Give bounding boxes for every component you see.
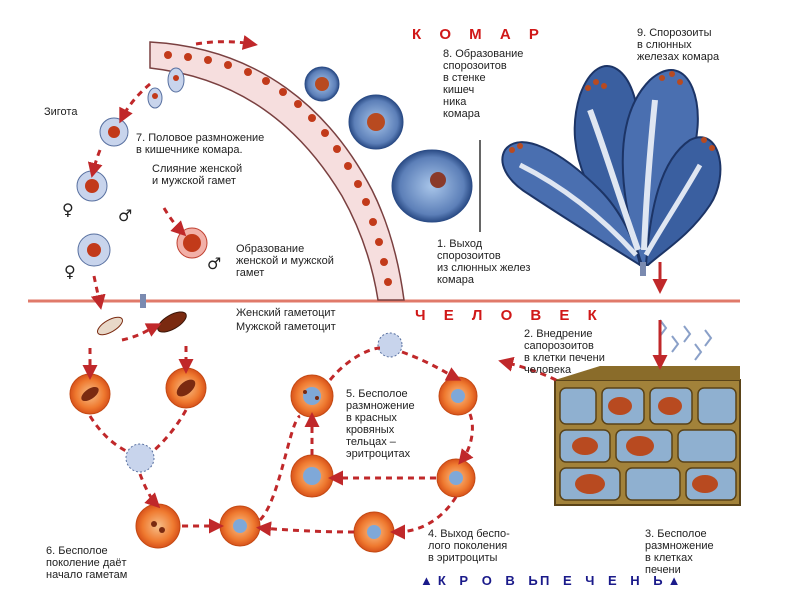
female-symbol-2: ♀ [64,262,76,281]
label-male-gametocyte: Мужской гаметоцит [236,321,336,333]
liver-tissue [554,366,741,506]
salivary-glands [501,65,722,276]
label-sexual-reproduction: 7. Половое размножение в кишечнике комар… [136,132,265,156]
label-female-gametocyte: Женский гаметоцит [236,307,336,319]
label-sporozoite-exit: 1. Выход спорозоитов из слюнных желез ко… [437,238,531,286]
label-gen6: 6. Бесполое поколение даёт начало гамета… [46,545,128,581]
label-zygote: Зигота [44,106,78,118]
male-symbol-1: ♂ [118,206,133,225]
label-gamete-fusion: Слияние женской и мужской гамет [152,163,243,187]
label-gamete-formation: Образование женской и мужской гамет [236,243,334,279]
header-liver: П Е Ч Е Н Ь▲ [540,573,686,588]
label-sporozoite-formation: 8. Образование спорозоитов в стенке кише… [443,48,524,120]
female-symbol-1: ♀ [62,200,74,219]
label-exit-erythrocytes: 4. Выход беспо- лого поколения в эритроц… [428,528,510,564]
male-symbol-2: ♂ [207,254,222,273]
label-asexual-liver: 3. Бесполое размножение в клетках печени [645,528,714,576]
sporozoite-arrows-right [659,319,713,361]
oocysts [304,66,473,223]
label-asexual-rbc: 5. Бесполое размножение в красных кровян… [346,388,415,460]
label-sporozoite-entry: 2. Внедрение сапорозоитов в клетки печен… [524,328,605,376]
solid-arrows [479,140,668,370]
header-mosquito: К О М А Р [412,26,546,43]
gametocytes [97,294,187,336]
header-human: Ч Е Л О В Е К [415,307,604,324]
erythrocytes [69,332,478,553]
label-sporozoites-glands: 9. Спорозоиты в слюнных железах комара [637,27,720,63]
header-blood: ▲К Р О В Ь [420,573,543,588]
cycle-arrows [82,35,557,540]
